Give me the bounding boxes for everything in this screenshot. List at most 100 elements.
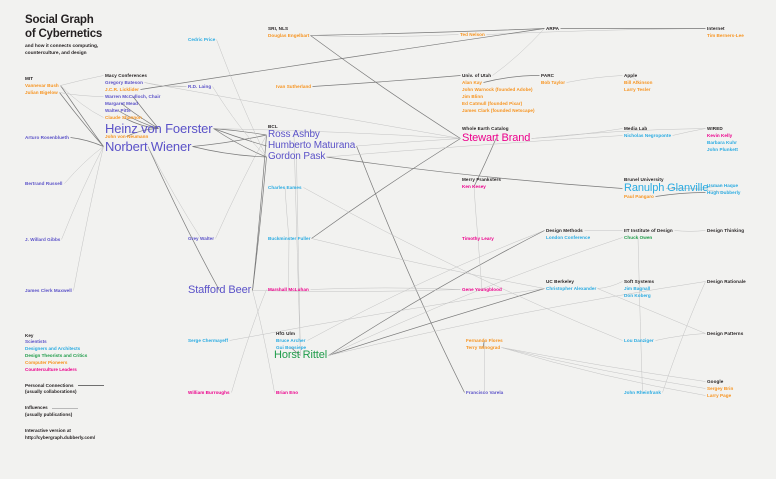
node-internet[interactable]: Internet bbox=[707, 26, 725, 31]
node-arpa[interactable]: ARPA bbox=[546, 26, 560, 31]
node-francisco_varela[interactable]: Francisco Varela bbox=[466, 390, 504, 395]
node-hugh_dubberly[interactable]: Hugh Dubberly bbox=[707, 190, 741, 195]
edge-rd_laing-to-gordon_pask bbox=[212, 86, 267, 158]
node-vannevar_bush[interactable]: Vannevar Bush bbox=[25, 83, 59, 88]
node-norbert_wiener[interactable]: Norbert Wiener bbox=[105, 139, 192, 154]
node-fernando_flores[interactable]: Fernando Flores bbox=[466, 338, 503, 343]
node-gene_youngblood[interactable]: Gene Youngblood bbox=[462, 287, 502, 292]
node-grey_walter[interactable]: Grey Walter bbox=[188, 236, 215, 241]
edge-horst_rittel-to-design_rationale bbox=[328, 281, 706, 356]
node-kevin_kelly[interactable]: Kevin Kelly bbox=[707, 133, 733, 138]
edge-norbert_wiener-to-grey_walter bbox=[147, 146, 202, 239]
node-buckminster_fuller[interactable]: Buckminster Fuller bbox=[268, 236, 311, 241]
edge-christopher_alexander-to-soft_systems bbox=[597, 281, 623, 289]
node-nicholas_negroponte[interactable]: Nicholas Negroponte bbox=[624, 133, 672, 138]
node-christopher_alexander[interactable]: Christopher Alexander bbox=[546, 286, 597, 291]
node-design_thinking[interactable]: Design Thinking bbox=[707, 228, 745, 233]
edge-gordon_pask-to-nicholas_negroponte bbox=[326, 135, 623, 158]
node-tim_berners_lee[interactable]: Tim Berners-Lee bbox=[707, 33, 744, 38]
node-macy[interactable]: Macy Conferences bbox=[105, 73, 148, 78]
node-apple[interactable]: Apple bbox=[624, 73, 638, 78]
interactive-url[interactable]: http://cybergraph.dubberly.com/ bbox=[25, 435, 96, 440]
node-william_burroughs[interactable]: William Burroughs bbox=[188, 390, 230, 395]
node-warren_mcculloch[interactable]: Warren McCulloch, Chair bbox=[105, 94, 161, 99]
node-design_rationale[interactable]: Design Rationale bbox=[707, 279, 746, 284]
node-marshall_mcluhan[interactable]: Marshall McLuhan bbox=[268, 287, 309, 292]
node-lou_danziger[interactable]: Lou Danziger bbox=[624, 338, 654, 343]
node-don_koberg[interactable]: Don Koberg bbox=[624, 293, 651, 298]
node-douglas_engelbart[interactable]: Douglas Engelbart bbox=[268, 33, 310, 38]
node-sri_nls[interactable]: SRI, NLS bbox=[268, 26, 289, 31]
node-uc_berkeley[interactable]: UC Berkeley bbox=[546, 279, 575, 284]
node-alan_kay[interactable]: Alan Kay bbox=[462, 80, 483, 85]
node-whole_earth[interactable]: Whole Earth Catalog bbox=[462, 126, 509, 131]
node-bertrand_russell[interactable]: Bertrand Russell bbox=[25, 181, 63, 186]
node-serge_chermayeff[interactable]: Serge Chermayeff bbox=[188, 338, 229, 343]
node-usman_haque[interactable]: Usman Haque bbox=[707, 183, 739, 188]
node-ranulph_glanville[interactable]: Ranulph Glanville bbox=[624, 182, 709, 194]
node-barbara_kuhr[interactable]: Barbara Kuhr bbox=[707, 140, 737, 145]
node-gui_bonsiepe[interactable]: Gui Bonsiepe bbox=[276, 345, 307, 350]
node-hfg_ulm[interactable]: HfG Ulm bbox=[276, 331, 296, 336]
node-brunel[interactable]: Brunel University bbox=[624, 177, 664, 182]
node-parc[interactable]: PARC bbox=[541, 73, 555, 78]
node-arturo_rosenblueth[interactable]: Arturo Rosenblueth bbox=[25, 135, 69, 140]
node-rd_laing[interactable]: R.D. Laing bbox=[188, 84, 212, 89]
edge-ross_ashby-to-horst_rittel bbox=[293, 134, 301, 356]
node-margaret_mead[interactable]: Margaret Mead bbox=[105, 101, 139, 106]
node-bcl[interactable]: BCL bbox=[268, 124, 278, 129]
node-terry_winograd[interactable]: Terry Winograd bbox=[466, 345, 501, 350]
node-univ_utah[interactable]: Univ. of Utah bbox=[462, 73, 492, 78]
node-jim_blinn[interactable]: Jim Blinn bbox=[462, 94, 484, 99]
node-james_clark[interactable]: James Clark (founded Netscape) bbox=[462, 108, 535, 113]
node-stewart_brand[interactable]: Stewart Brand bbox=[462, 132, 531, 144]
node-j_willard_gibbs[interactable]: J. Willard Gibbs bbox=[25, 237, 61, 242]
node-john_plunkett[interactable]: John Plunkett bbox=[707, 147, 738, 152]
node-mit[interactable]: MIT bbox=[25, 76, 34, 81]
node-stafford_beer[interactable]: Stafford Beer bbox=[188, 284, 252, 296]
node-paul_pangaro[interactable]: Paul Pangaro bbox=[624, 194, 654, 199]
node-ted_nelson[interactable]: Ted Nelson bbox=[460, 32, 485, 37]
node-bruce_archer[interactable]: Bruce Archer bbox=[276, 338, 306, 343]
node-gregory_bateson[interactable]: Gregory Bateson bbox=[105, 80, 143, 85]
node-larry_tesler[interactable]: Larry Tesler bbox=[624, 87, 651, 92]
node-jim_bagnall[interactable]: Jim Bagnall bbox=[624, 286, 651, 291]
node-bob_taylor[interactable]: Bob Taylor bbox=[541, 80, 566, 85]
node-sergey_brin[interactable]: Sergey Brin bbox=[707, 386, 734, 391]
node-ivan_sutherland[interactable]: Ivan Sutherland bbox=[276, 84, 312, 89]
node-walter_pitts[interactable]: Walter Pitts bbox=[105, 108, 131, 113]
node-london_conference[interactable]: London Conference bbox=[546, 235, 591, 240]
node-bill_atkinson[interactable]: Bill Atkinson bbox=[624, 80, 653, 85]
legend-category-0: Scientists bbox=[25, 339, 47, 344]
node-john_warnock[interactable]: John Warnock (founded Adobe) bbox=[462, 87, 533, 92]
node-jcr_licklider[interactable]: J.C.R. Licklider bbox=[105, 87, 139, 92]
node-charles_eames[interactable]: Charles Eames bbox=[268, 185, 302, 190]
node-gordon_pask[interactable]: Gordon Pask bbox=[268, 151, 326, 162]
node-soft_systems[interactable]: Soft Systems bbox=[624, 279, 655, 284]
edge-iit-to-design_thinking bbox=[674, 230, 706, 232]
node-brian_eno[interactable]: Brian Eno bbox=[276, 390, 299, 395]
node-ken_kesey[interactable]: Ken Kesey bbox=[462, 184, 486, 189]
node-claude_shannon[interactable]: Claude Shannon bbox=[105, 115, 142, 120]
node-john_von_neumann[interactable]: John von Neumann bbox=[105, 134, 149, 139]
node-ross_ashby[interactable]: Ross Ashby bbox=[268, 129, 320, 140]
node-media_lab[interactable]: Media Lab bbox=[624, 126, 648, 131]
node-timothy_leary[interactable]: Timothy Leary bbox=[462, 236, 494, 241]
node-humberto_maturana[interactable]: Humberto Maturana bbox=[268, 140, 356, 151]
node-john_rheinfrank[interactable]: John Rheinfrank bbox=[624, 390, 661, 395]
node-julian_bigelow[interactable]: Julian Bigelow bbox=[25, 90, 58, 95]
node-design_patterns[interactable]: Design Patterns bbox=[707, 331, 744, 336]
node-james_clerk_maxwell[interactable]: James Clerk Maxwell bbox=[25, 288, 72, 293]
edge-terry_winograd-to-sergey_brin bbox=[501, 347, 706, 389]
node-heinz_von_foerster[interactable]: Heinz von Foerster bbox=[105, 121, 213, 136]
node-horst_rittel[interactable]: Horst Rittel bbox=[274, 349, 328, 361]
node-google[interactable]: Google bbox=[707, 379, 724, 384]
node-chuck_owen[interactable]: Chuck Owen bbox=[624, 235, 653, 240]
node-ed_catmull[interactable]: Ed Catmull (founded Pixar) bbox=[462, 101, 523, 106]
node-iit[interactable]: IIT Institute of Design bbox=[624, 228, 673, 233]
node-design_methods[interactable]: Design Methods bbox=[546, 228, 583, 233]
node-wired[interactable]: WIRED bbox=[707, 126, 723, 131]
node-cedric_price[interactable]: Cedric Price bbox=[188, 37, 216, 42]
node-larry_page[interactable]: Larry Page bbox=[707, 393, 732, 398]
node-merry_pranksters[interactable]: Merry Pranksters bbox=[462, 177, 502, 182]
